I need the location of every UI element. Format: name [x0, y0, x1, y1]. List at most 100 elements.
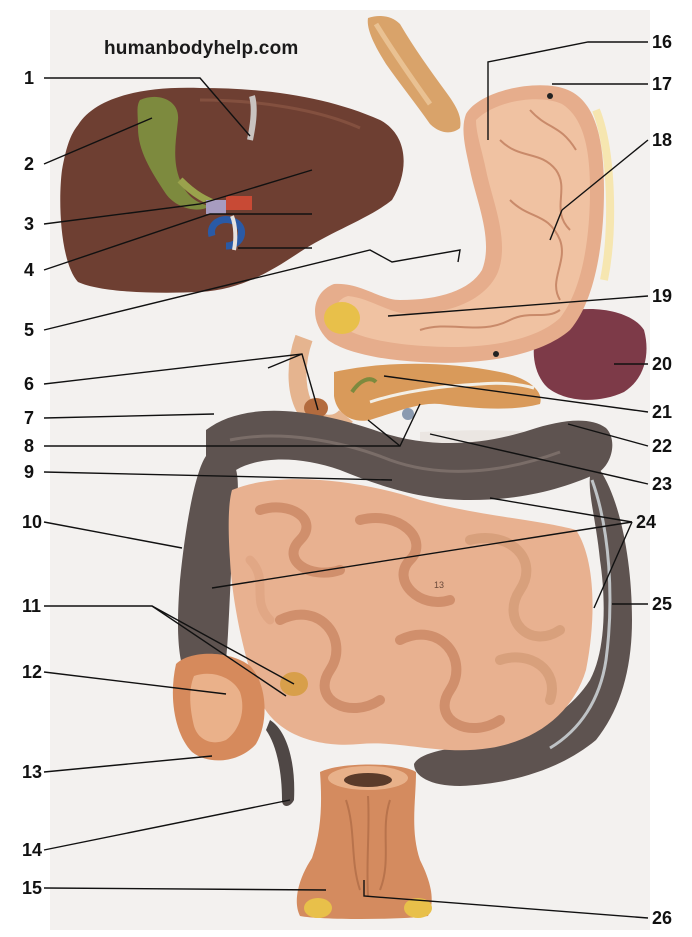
bile-duct [350, 377, 378, 394]
anal-sphincter-right [404, 898, 432, 918]
label-22: 22 [652, 436, 673, 456]
pancreatic-duct [369, 381, 535, 404]
label-20: 20 [652, 354, 673, 374]
label-11: 11 [22, 596, 42, 616]
label-26: 26 [652, 908, 673, 928]
label-6: 6 [24, 374, 35, 394]
leader-3 [43, 169, 313, 225]
loop-2 [355, 513, 455, 607]
hepatic-duct [206, 200, 226, 214]
leader-6b [267, 353, 303, 369]
leader-24b [211, 521, 633, 589]
watermark-text: humanbodyhelp.com [104, 38, 299, 59]
label-5: 5 [24, 320, 35, 340]
stomach-inner [335, 99, 590, 347]
leader-8b [367, 419, 401, 447]
loop-3 [465, 533, 565, 642]
rectum-lumen [344, 773, 392, 787]
label-16: 16 [652, 32, 673, 52]
rugae-4 [529, 109, 577, 151]
label-25: 25 [652, 594, 673, 614]
rectum-outer [296, 764, 432, 919]
loop-5 [395, 629, 505, 734]
leader-22 [567, 423, 649, 447]
stomach-marker-bottom [493, 351, 499, 357]
large-intestine-model [178, 410, 632, 786]
liver-model [60, 87, 404, 293]
falciform-ligament [247, 95, 257, 141]
label-15: 15 [22, 878, 43, 898]
gallbladder [137, 96, 210, 210]
stomach-wall-edge [592, 108, 615, 281]
rugae-3 [419, 309, 561, 331]
leader-18 [561, 139, 649, 211]
label-14: 14 [22, 840, 43, 860]
duodenum-opening [304, 398, 328, 418]
leader-7 [43, 413, 215, 419]
leader-1 [44, 77, 251, 137]
leader-5 [43, 249, 461, 331]
leader-2 [43, 117, 153, 165]
rectum-folds [345, 795, 391, 897]
leader-12 [43, 671, 227, 695]
label-8: 8 [24, 436, 35, 456]
label-1: 1 [24, 68, 35, 88]
leader-26 [363, 880, 649, 919]
transverse-colon-band [229, 434, 561, 473]
label-18: 18 [652, 130, 673, 150]
loop-7 [245, 555, 275, 625]
label-17: 17 [652, 74, 673, 94]
leader-24c [593, 521, 633, 609]
loop-4 [275, 609, 385, 714]
leader-9 [43, 471, 393, 481]
leader-lines [43, 41, 649, 919]
label-24: 24 [636, 512, 657, 532]
leader-21 [383, 375, 649, 413]
label-4: 4 [24, 260, 35, 280]
leader-11b [151, 605, 287, 697]
leader-19 [387, 295, 649, 317]
stomach-marker-top [547, 93, 553, 99]
model-mark-13: 13 [434, 580, 444, 590]
rugae-2 [509, 199, 563, 301]
rectum-model [296, 764, 432, 919]
loop-6 [495, 652, 557, 705]
colon-fat-strip [549, 479, 612, 750]
label-21: 21 [652, 402, 673, 422]
leader-24a [489, 497, 633, 523]
hepatic-portal [226, 196, 252, 210]
leader-4 [43, 213, 312, 271]
leader-23 [429, 433, 649, 485]
anal-sphincter-left [304, 898, 332, 918]
leader-15 [43, 887, 327, 891]
esophagus-shade [373, 22, 433, 106]
appendix-stub [266, 720, 295, 806]
label-12: 12 [22, 662, 43, 682]
liver-highlight [199, 98, 361, 130]
label-10: 10 [22, 512, 43, 532]
leader-16 [487, 41, 648, 140]
label-3: 3 [24, 214, 35, 234]
transverse-colon [206, 410, 613, 500]
label-19: 19 [652, 286, 673, 306]
leader-13 [43, 755, 213, 773]
leader-10 [43, 521, 183, 549]
pancreas [334, 363, 541, 421]
label-2: 2 [24, 154, 35, 174]
small-intestine-mass [228, 479, 593, 751]
label-7: 7 [24, 408, 35, 428]
leader-18b [549, 209, 563, 241]
background-shadow-left [0, 0, 50, 932]
label-23: 23 [652, 474, 673, 494]
label-9: 9 [24, 462, 35, 482]
pylorus [324, 302, 360, 334]
leader-14 [43, 799, 291, 851]
stomach-model [315, 85, 615, 363]
ampulla [402, 408, 414, 420]
round-ligament [230, 215, 238, 251]
descending-colon [414, 470, 632, 786]
ascending-colon [178, 456, 238, 683]
label-13: 13 [22, 762, 43, 782]
